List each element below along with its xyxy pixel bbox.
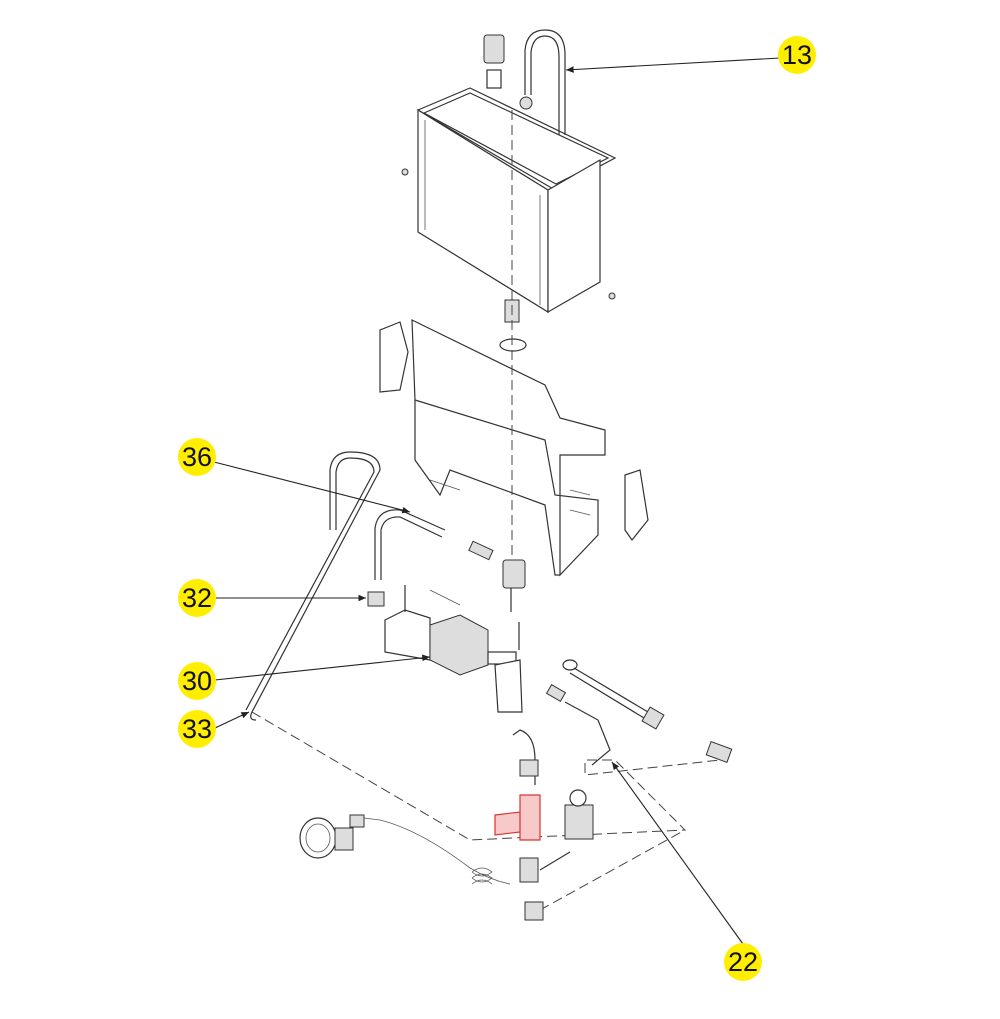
tube-22 [545, 683, 611, 766]
callout-36: 36 [178, 438, 216, 476]
leader-13 [565, 57, 781, 73]
pressure-gauge [299, 814, 511, 885]
routing-path-2 [539, 829, 686, 911]
elbow-fitting [367, 591, 385, 607]
callout-22: 22 [724, 943, 762, 981]
callout-30: 30 [178, 662, 216, 700]
leader-33 [214, 711, 250, 729]
pump [384, 585, 523, 713]
braided-hose [562, 659, 733, 763]
callout-32: 32 [178, 579, 216, 617]
connector-nut [502, 559, 526, 612]
red-highlighted-fitting [494, 794, 541, 841]
mounting-bracket [379, 319, 649, 577]
hose-36 [374, 509, 494, 580]
lower-valve-assembly [494, 729, 594, 921]
overflow-tube [245, 451, 381, 721]
water-tank [401, 87, 617, 314]
callout-13: 13 [778, 36, 816, 74]
leader-22 [611, 761, 744, 945]
leader-36 [213, 461, 411, 514]
callout-33: 33 [178, 710, 216, 748]
leader-30 [214, 654, 431, 681]
